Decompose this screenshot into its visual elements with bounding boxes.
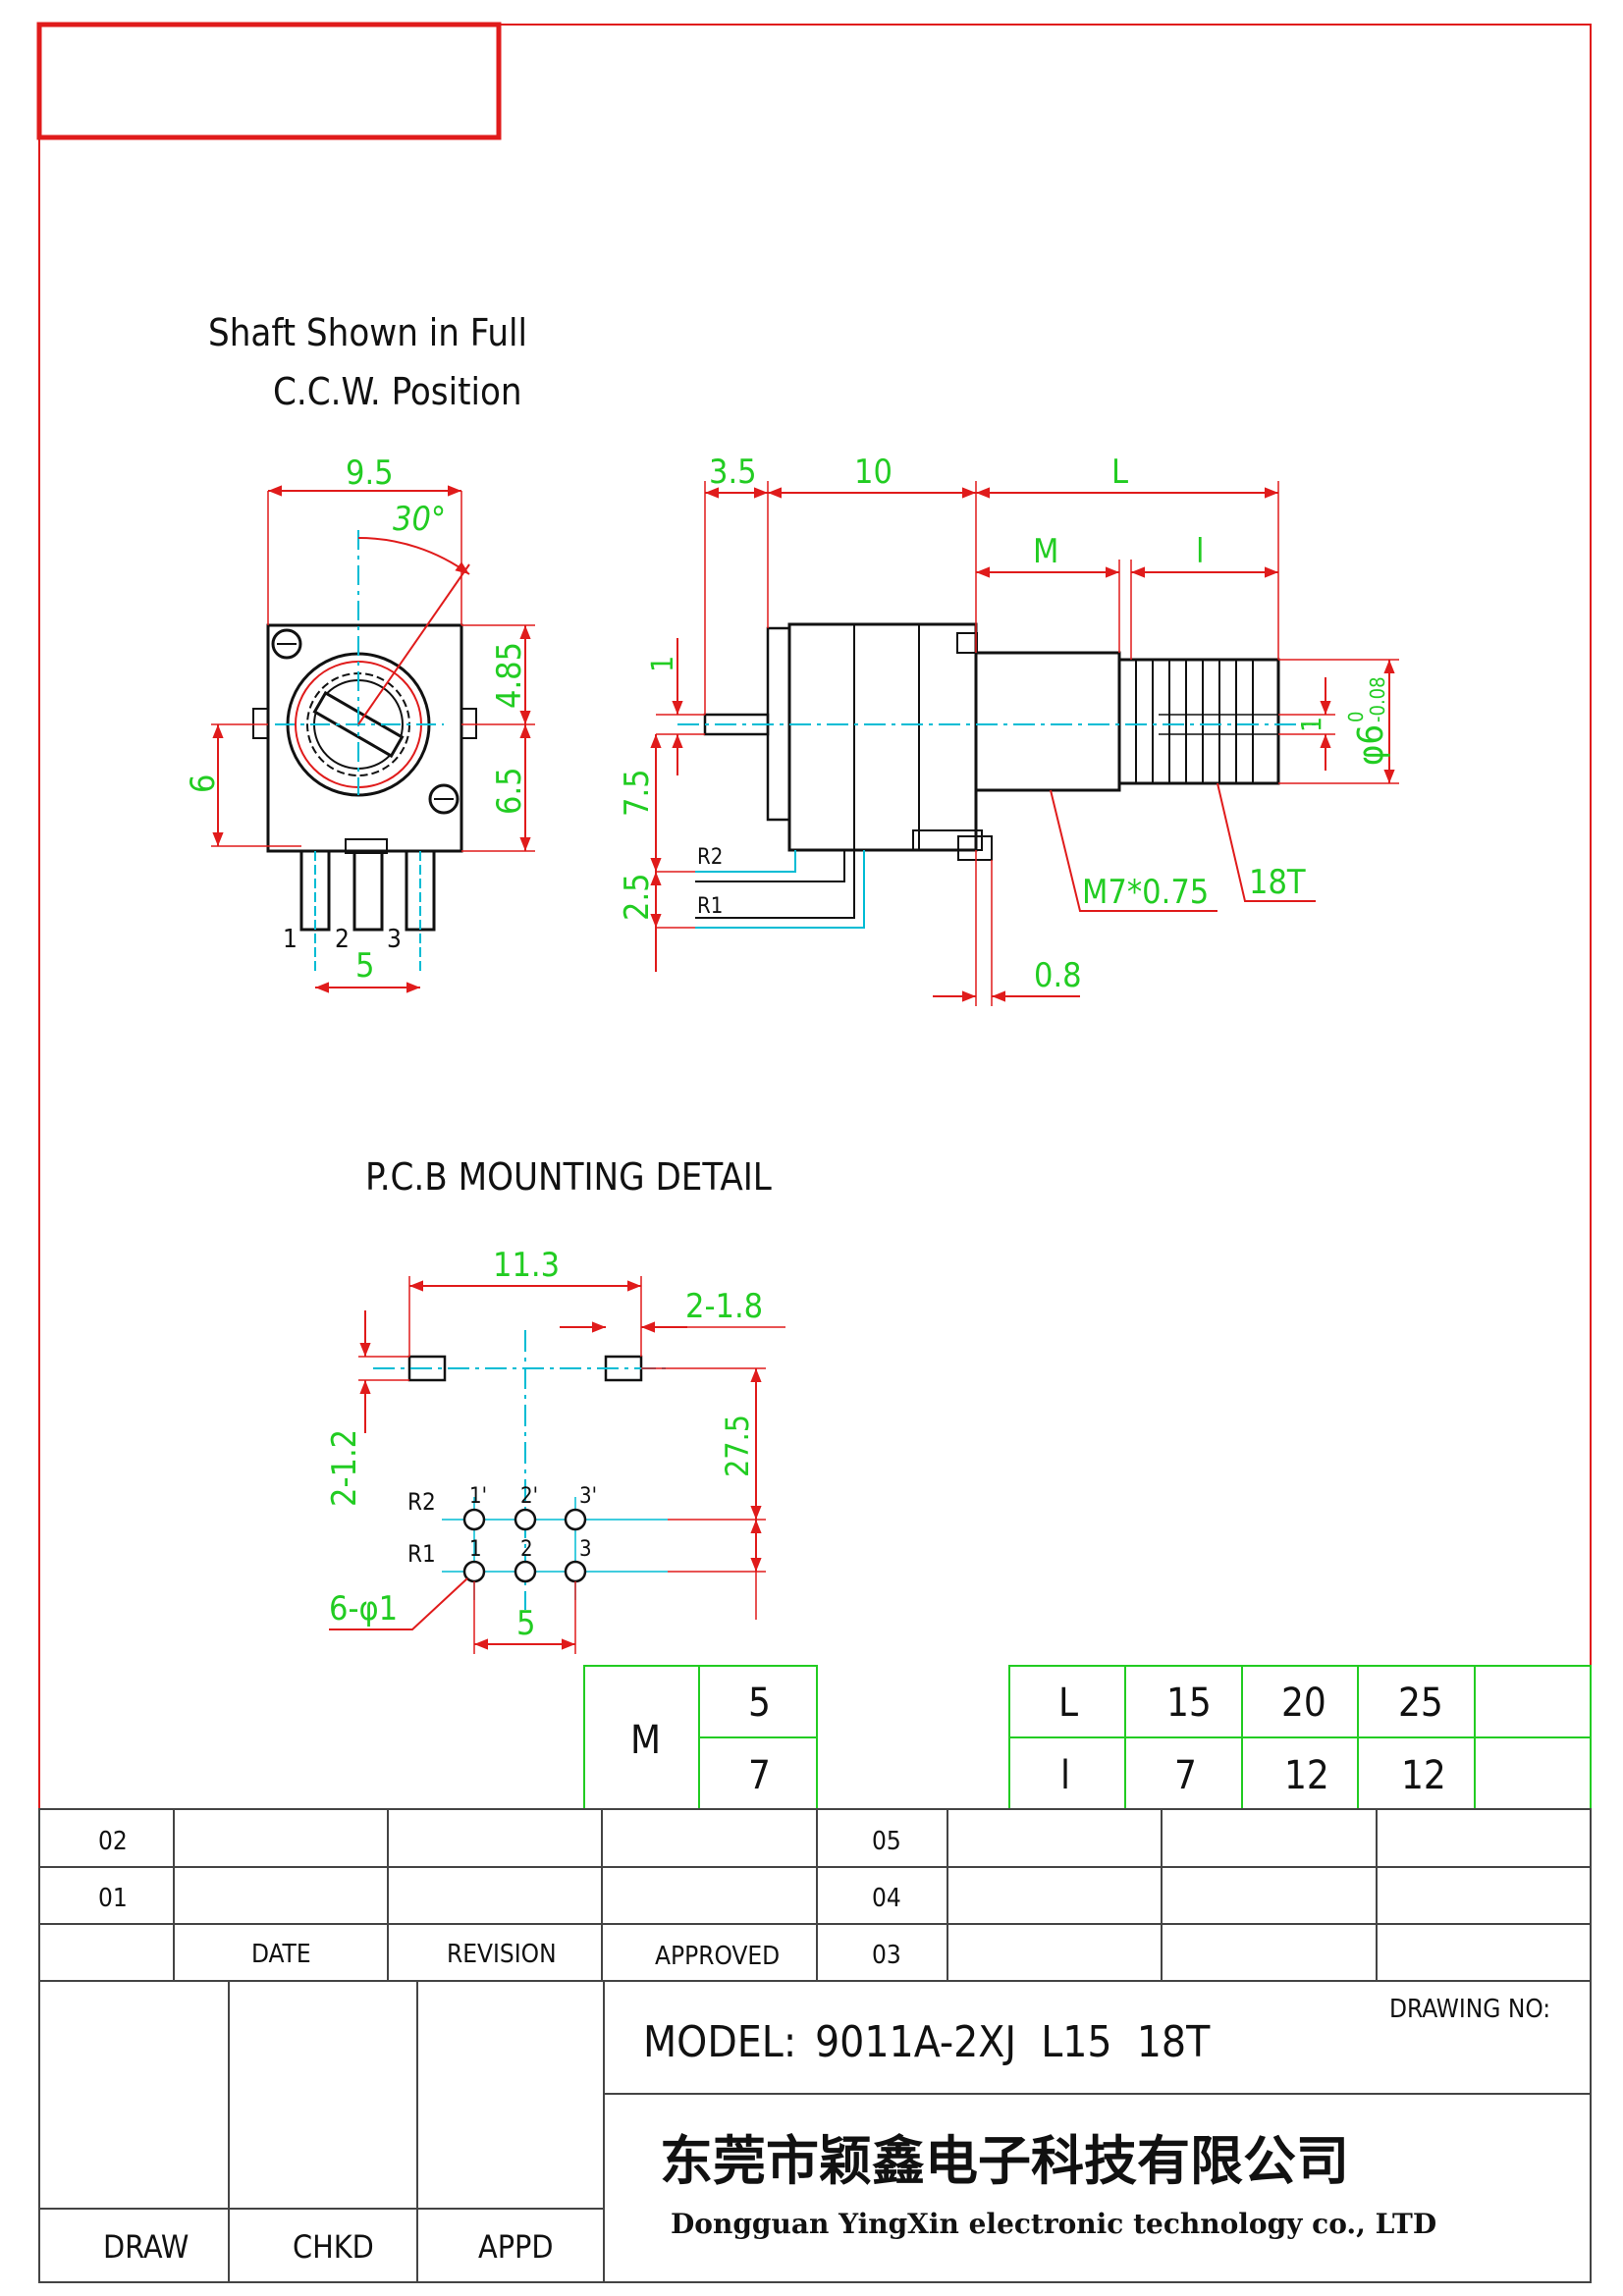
side-dim-tol-upper: 0 <box>1344 712 1368 722</box>
side-view: R2 R1 3.5 10 L M l 1 7.5 2.5 <box>618 453 1399 1006</box>
table-l-r1c3: 25 <box>1398 1681 1443 1726</box>
pcb-dim-span: 11.3 <box>493 1246 560 1285</box>
rev-right-05: 05 <box>872 1827 901 1856</box>
front-dim-left: 6 <box>184 774 223 793</box>
table-l: L 15 20 25 l 7 12 12 <box>1008 1665 1592 1810</box>
pcb-pin-1: 1 <box>469 1537 482 1562</box>
signoff-appd: APPD <box>478 2228 554 2266</box>
side-teeth: 18T <box>1249 863 1306 902</box>
table-l-r2c2: 12 <box>1284 1753 1329 1798</box>
pcb-title: P.C.B MOUNTING DETAIL <box>365 1155 772 1199</box>
note-shaft-line1: Shaft Shown in Full <box>208 311 527 354</box>
table-m-label: M <box>630 1718 661 1763</box>
pcb-pin-1p: 1' <box>469 1484 487 1509</box>
pcb-pin-2p: 2' <box>520 1484 538 1509</box>
rev-header-date: DATE <box>251 1940 311 1969</box>
side-thread: M7*0.75 <box>1082 873 1209 912</box>
rev-row-02: 02 <box>98 1827 128 1856</box>
model-label: MODEL: <box>643 2017 796 2067</box>
pcb-dim-offset: 27.5 <box>719 1415 756 1477</box>
table-l-r2c0: l <box>1060 1753 1070 1798</box>
front-pin-3: 3 <box>387 925 402 954</box>
side-dim-h-right: 1 <box>1295 717 1327 732</box>
side-dim-M: M <box>1033 532 1058 571</box>
front-dim-angle: 30° <box>393 500 446 539</box>
front-dim-pitch: 5 <box>355 946 374 986</box>
side-row-r2: R2 <box>697 845 723 870</box>
side-dim-L: L <box>1111 453 1128 492</box>
table-m: M 5 7 <box>583 1665 818 1810</box>
pcb-dim-slot: 2-1.8 <box>685 1287 763 1326</box>
pcb-detail: R2 R1 1' 2' 3' 1 2 3 11.3 2-1.8 2-1.2 27… <box>325 1246 785 1654</box>
front-dim-width: 9.5 <box>346 454 394 493</box>
front-view: 9.5 30° 4.85 6.5 6 1 2 3 5 <box>184 454 535 993</box>
pcb-row-r2: R2 <box>407 1488 436 1516</box>
pcb-row-r1: R1 <box>407 1540 436 1568</box>
front-pin-1: 1 <box>283 925 298 954</box>
table-m-value-1: 5 <box>748 1681 771 1726</box>
table-l-r1c2: 20 <box>1281 1681 1326 1726</box>
side-dim-diameter: φ6 <box>1351 724 1391 766</box>
rev-right-03: 03 <box>872 1941 901 1970</box>
side-row-r1: R1 <box>697 894 723 919</box>
pcb-dim-holes: 6-φ1 <box>329 1589 398 1629</box>
table-l-r1c1: 15 <box>1166 1681 1212 1726</box>
signoff-draw: DRAW <box>103 2228 189 2266</box>
table-m-value-2: 7 <box>748 1753 771 1798</box>
company-name-cn: 东莞市颖鑫电子科技有限公司 <box>660 2129 1349 2192</box>
pcb-dim-slot-h: 2-1.2 <box>325 1429 364 1507</box>
front-dim-lower: 6.5 <box>490 767 529 815</box>
side-dim-h25: 2.5 <box>618 873 657 921</box>
front-dim-upper: 4.85 <box>490 642 529 709</box>
revision-block <box>38 1808 1592 1982</box>
side-dim-h75: 7.5 <box>618 769 657 817</box>
table-l-r2c1: 7 <box>1174 1753 1197 1798</box>
rev-header-revision: REVISION <box>447 1940 557 1969</box>
table-l-r2c3: 12 <box>1401 1753 1446 1798</box>
table-l-r1c0: L <box>1058 1681 1078 1726</box>
drawing-no-label: DRAWING NO: <box>1389 1995 1550 2024</box>
pcb-pin-2: 2 <box>520 1537 533 1562</box>
side-dim-plate: 0.8 <box>1034 956 1082 995</box>
model-value: 9011A-2XJ L15 18T <box>815 2017 1211 2067</box>
side-dim-b: 10 <box>854 453 893 492</box>
company-name-en: Dongguan YingXin electronic technology c… <box>671 2208 1436 2240</box>
side-dim-h1: 1 <box>646 656 680 672</box>
rev-row-01: 01 <box>98 1884 128 1913</box>
note-shaft-line2: C.C.W. Position <box>273 370 522 413</box>
rev-right-04: 04 <box>872 1884 901 1913</box>
pcb-pin-3p: 3' <box>579 1484 597 1509</box>
title-block <box>38 1980 1592 2283</box>
side-dim-a: 3.5 <box>709 453 757 492</box>
pcb-pin-3: 3 <box>579 1537 592 1562</box>
front-pin-2: 2 <box>335 925 350 954</box>
rev-header-approved: APPROVED <box>655 1942 780 1971</box>
signoff-chkd: CHKD <box>293 2228 374 2266</box>
side-dim-tol-lower: -0.08 <box>1366 676 1389 722</box>
pcb-dim-pitch: 5 <box>516 1604 535 1643</box>
side-dim-l: l <box>1196 532 1205 571</box>
